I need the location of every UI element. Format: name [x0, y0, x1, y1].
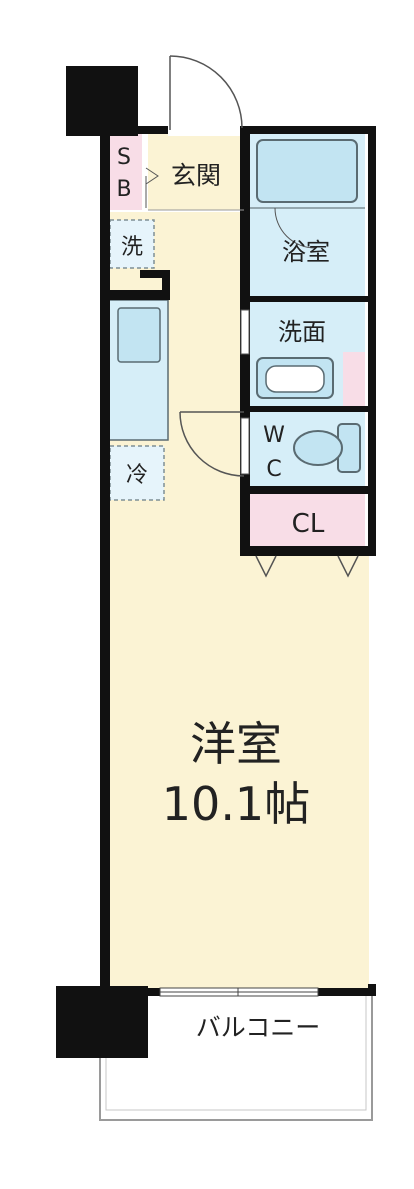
- genkan-label: 玄関: [171, 161, 221, 190]
- washbasin-bowl: [265, 365, 325, 393]
- wc-label-c: C: [266, 457, 281, 482]
- bath-label: 浴室: [282, 238, 330, 266]
- genkan-floor: [148, 132, 244, 210]
- western-room-floor-right: [246, 555, 369, 992]
- genkan-door-swing: [145, 167, 159, 185]
- sb-label-s: S: [117, 145, 131, 170]
- western-room-name: 洋室: [190, 717, 282, 771]
- closet-door-right: [337, 555, 359, 578]
- closet-floor: [250, 492, 365, 550]
- washbasin-door: [240, 309, 250, 355]
- linen-storage: [343, 352, 365, 406]
- western-room-size: 10.1帖: [162, 777, 310, 831]
- room-door-swing: [179, 411, 245, 477]
- kitchen-sink: [117, 307, 161, 363]
- entrance-door-swing: [169, 55, 243, 129]
- washer-label: 洗: [121, 235, 143, 260]
- toilet-bowl: [293, 430, 343, 466]
- fridge-label: 冷: [126, 463, 148, 488]
- balcony-label: バルコニー: [196, 1013, 321, 1042]
- washbasin-label: 洗面: [278, 318, 326, 346]
- closet-door-left: [255, 555, 277, 578]
- sb-label-b: B: [116, 177, 131, 202]
- entrance-door-gap: [168, 124, 240, 136]
- sb-floor: [108, 132, 142, 210]
- walls: [56, 66, 376, 1058]
- bath-door-swing: [274, 207, 316, 249]
- wc-door: [240, 417, 250, 475]
- closet-label: CL: [292, 509, 325, 539]
- washer-space: [109, 219, 155, 269]
- bathtub: [256, 139, 358, 203]
- wc-label-w: W: [263, 423, 285, 448]
